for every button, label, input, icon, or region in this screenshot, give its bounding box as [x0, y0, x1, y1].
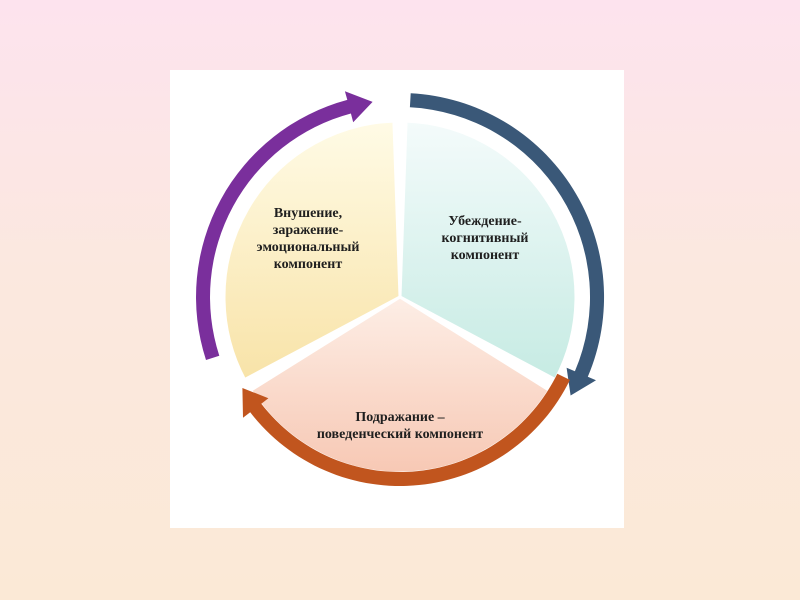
- sector-emotional: [222, 119, 402, 382]
- label-line: Внушение,: [273, 206, 343, 221]
- label-line: заражение-: [272, 223, 344, 238]
- label-emotional-component: Внушение, заражение- эмоциональный компо…: [228, 205, 388, 273]
- label-line: компонент: [450, 248, 520, 263]
- label-line: поведенческий компонент: [316, 427, 484, 442]
- arrow-cognitive-to-behavioral: [409, 93, 605, 396]
- label-cognitive-component: Убеждение- когнитивный компонент: [405, 213, 565, 264]
- label-behavioral-component: Подражание – поведенческий компонент: [285, 409, 515, 443]
- sector-cognitive: [398, 119, 578, 382]
- label-line: когнитивный: [441, 231, 529, 246]
- arrow-behavioral-to-emotional: [242, 373, 570, 487]
- label-line: Убеждение-: [448, 214, 522, 229]
- arrow-emotional-to-cognitive: [196, 91, 373, 360]
- label-line: эмоциональный: [256, 240, 360, 255]
- label-line: компонент: [273, 257, 343, 272]
- label-line: Подражание –: [355, 410, 445, 425]
